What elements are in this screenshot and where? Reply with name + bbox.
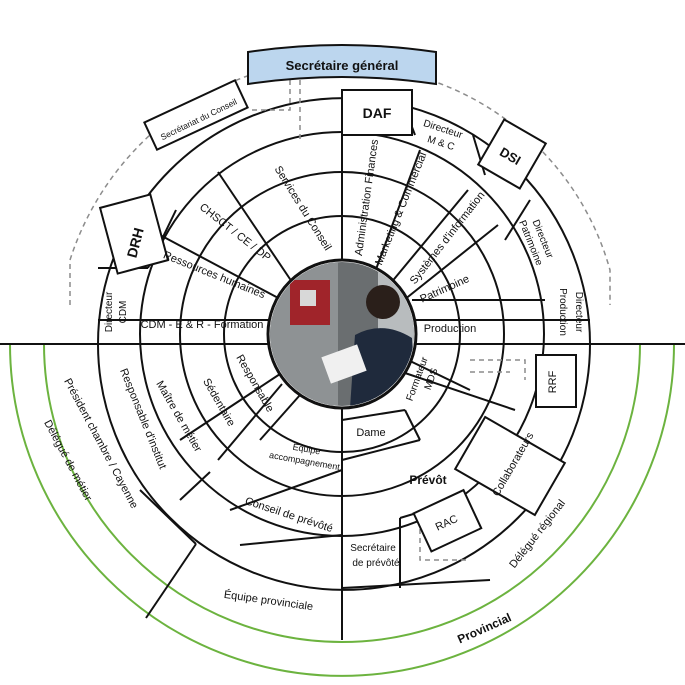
- label-drh: DRH: [124, 226, 147, 259]
- label-directeur-cdm-line1: Directeur: [104, 291, 115, 332]
- label-equipe-accompagnement-line1: Équipe: [292, 442, 321, 457]
- label-rrf: RRF: [547, 370, 559, 393]
- dashed-connectors: [69, 74, 611, 561]
- label-prevot: Prévôt: [409, 473, 446, 487]
- label-cdm-formation: CDM - E & R - Formation: [141, 319, 264, 331]
- center-photo: [266, 258, 418, 410]
- label-production: Production: [424, 323, 477, 335]
- label-marketing: Marketing & Commercial: [373, 151, 429, 267]
- label-responsable: Responsable: [233, 353, 276, 415]
- label-delegue-metier: Délégué de métier: [41, 418, 94, 503]
- label-equipe-provinciale: Équipe provinciale: [223, 588, 314, 613]
- label-maitre-metier: Maître de métier: [153, 379, 204, 455]
- label-chsct: CHSCT / CE / DP: [197, 201, 273, 264]
- label-boxes: [98, 78, 577, 553]
- label-secretaire-prevote-line1: Secrétaire: [350, 543, 396, 554]
- label-systemes: Systèmes d'information: [408, 190, 488, 287]
- label-admin-finances: Administration Finances: [353, 138, 381, 256]
- label-directeur-production-line1: Directeur: [573, 292, 584, 333]
- label-secretaire-prevote-line2: de prévôté: [352, 558, 400, 569]
- label-directeur-cdm-line2: CDM: [118, 301, 129, 324]
- header-secretaire-general: Secrétaire général: [247, 44, 437, 86]
- header-title: Secrétaire général: [286, 58, 399, 73]
- label-dame: Dame: [356, 427, 385, 439]
- label-daf: DAF: [363, 105, 392, 121]
- label-directeur-production-line2: Production: [557, 288, 568, 336]
